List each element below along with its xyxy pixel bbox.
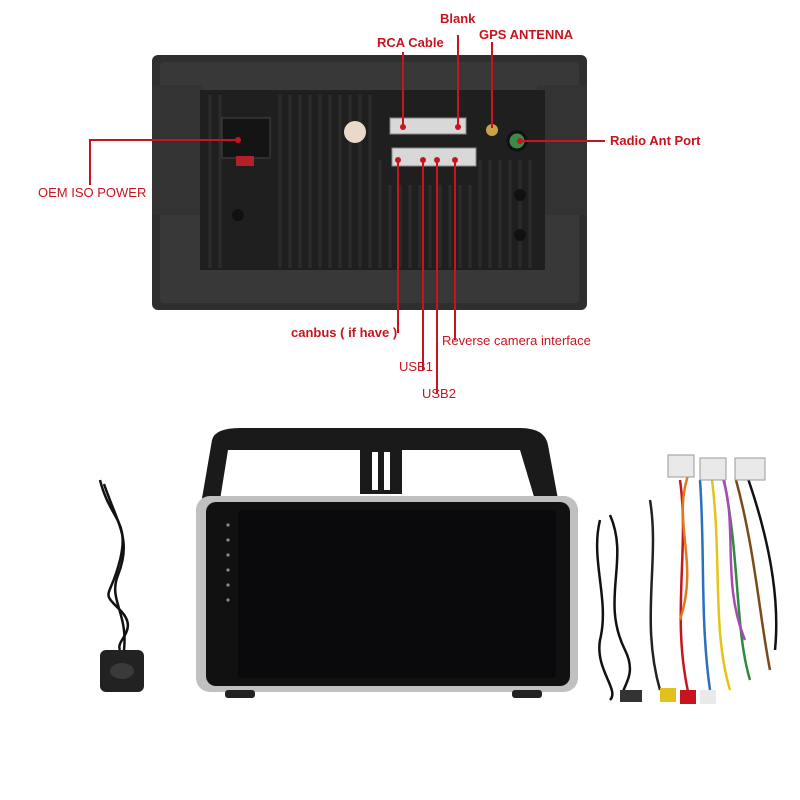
callout-lines xyxy=(89,35,605,393)
label-blank: Blank xyxy=(440,11,476,26)
label-canbus: canbus ( if have ) xyxy=(291,325,398,340)
gps-antenna-module xyxy=(98,479,130,651)
rca-blank-connectors xyxy=(389,117,467,135)
label-usb2: USB2 xyxy=(422,386,456,401)
harness-connectors xyxy=(620,454,766,704)
label-sticker xyxy=(344,121,366,143)
label-gps-antenna: GPS ANTENNA xyxy=(479,27,574,42)
label-rca-cable: RCA Cable xyxy=(377,35,444,50)
wiring-harness xyxy=(595,469,778,701)
gps-antenna-port xyxy=(486,124,498,136)
label-radio-ant-port: Radio Ant Port xyxy=(610,133,701,148)
label-usb1: USB1 xyxy=(399,359,433,374)
label-oem-iso-power: OEM ISO POWER xyxy=(38,185,147,200)
side-buttons-icons xyxy=(226,523,230,602)
label-reverse-camera: Reverse camera interface xyxy=(442,333,591,348)
touch-screen xyxy=(238,510,556,678)
heatsink-fins xyxy=(208,95,532,268)
